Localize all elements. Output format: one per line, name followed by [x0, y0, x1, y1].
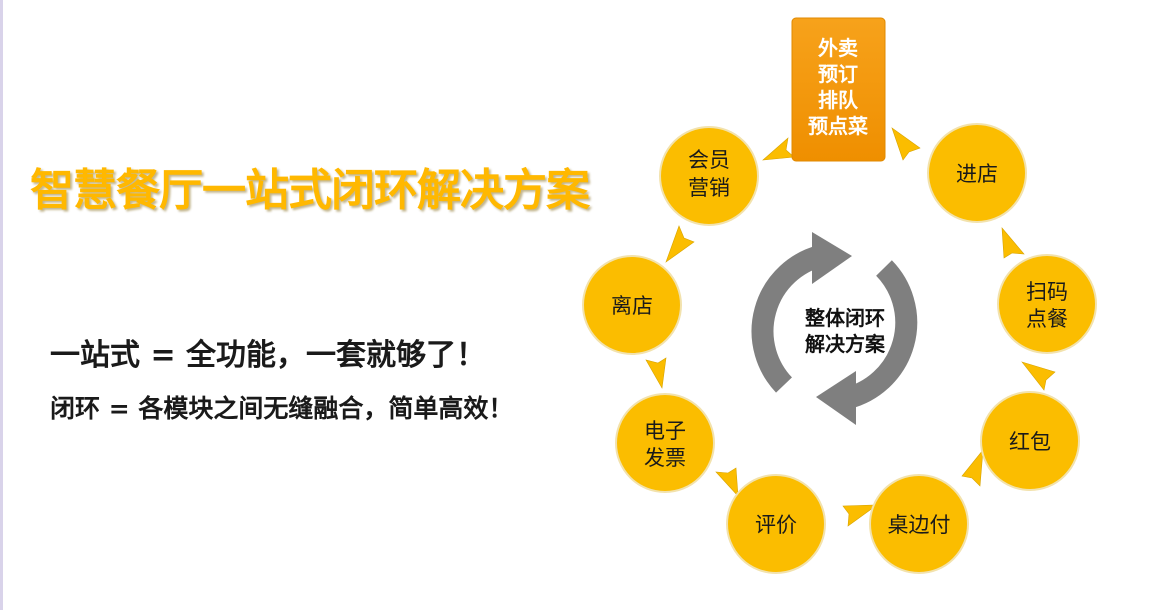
cycle-arrow-icon: [751, 232, 852, 393]
node-scan-order: 扫码 点餐: [997, 254, 1097, 354]
connector-arrow: [645, 357, 667, 389]
connector-arrow: [961, 449, 984, 487]
top-box-line: 外卖: [818, 36, 858, 60]
connector-arrow: [1021, 361, 1056, 391]
node-label: 桌边付: [888, 513, 951, 537]
node-review: 评价: [726, 474, 826, 574]
node-leave-store: 离店: [582, 255, 682, 355]
one-stop-statement: 一站式 = 全功能，一套就够了！: [50, 338, 487, 373]
left-edge-rule: [0, 0, 3, 610]
connector-arrows: [645, 127, 1056, 527]
node-label: 离店: [611, 294, 653, 318]
node-label: 电子: [644, 419, 686, 443]
connector-arrow: [842, 504, 878, 527]
center-label: 整体闭环: [804, 306, 885, 330]
node-enter-store: 进店: [927, 123, 1027, 223]
connector-arrow: [1001, 227, 1025, 259]
node-e-invoice: 电子 发票: [615, 393, 715, 493]
node-label: 点餐: [1026, 307, 1068, 331]
node-label: 红包: [1009, 430, 1051, 454]
top-box-line: 排队: [818, 88, 859, 112]
node-label: 发票: [644, 446, 686, 470]
top-box-line: 预订: [818, 62, 858, 86]
node-label: 扫码: [1026, 280, 1068, 304]
cycle-arrow-icon: [816, 260, 918, 425]
node-label: 评价: [755, 513, 797, 537]
center-label: 解决方案: [805, 332, 886, 356]
connector-arrow: [665, 225, 695, 263]
connector-arrow: [891, 127, 921, 161]
top-box: 外卖 预订 排队 预点菜: [791, 17, 886, 162]
node-label: 会员: [688, 148, 730, 172]
node-table-pay: 桌边付: [869, 474, 969, 574]
closed-loop-statement: 闭环 = 各模块之间无缝融合，简单高效！: [50, 394, 514, 423]
node-member-marketing: 会员 营销: [659, 126, 759, 226]
top-box-line: 预点菜: [808, 114, 868, 138]
connector-arrow: [762, 137, 795, 161]
node-label: 营销: [688, 176, 730, 200]
node-red-packet: 红包: [980, 391, 1080, 491]
connector-arrow: [715, 467, 739, 497]
center-cycle: 整体闭环 解决方案: [751, 232, 918, 425]
page-title: 智慧餐厅一站式闭环解决方案: [30, 165, 590, 216]
node-label: 进店: [956, 162, 998, 186]
